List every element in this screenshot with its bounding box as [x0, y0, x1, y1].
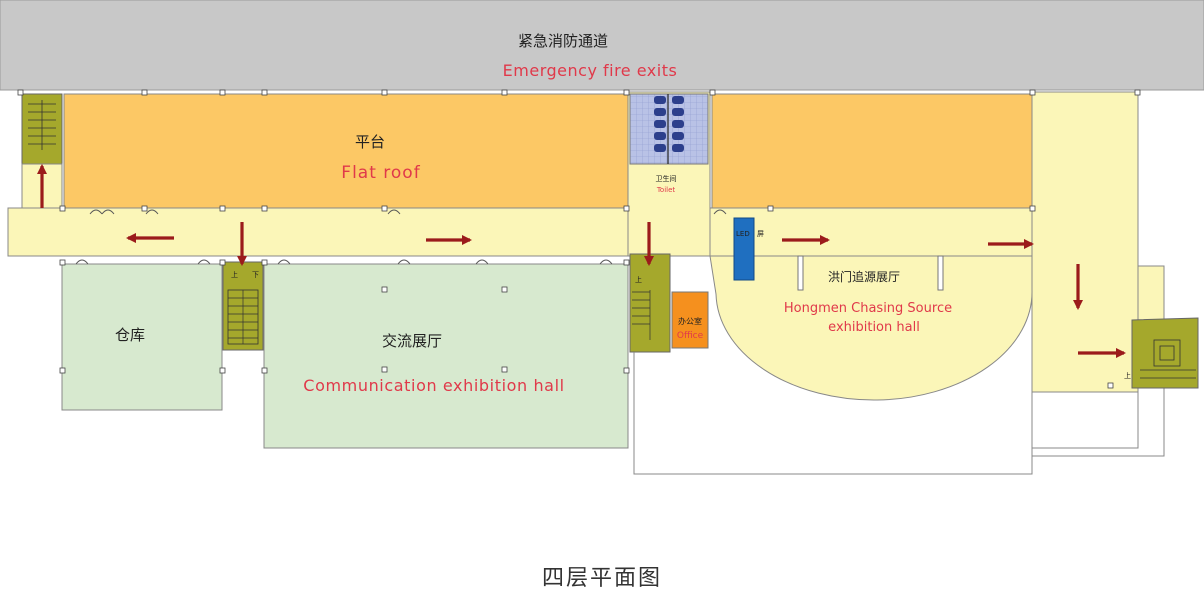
stair-right	[1131, 317, 1199, 389]
led-screen-label: LED	[736, 230, 750, 238]
evacuation-arrows	[36, 163, 1127, 359]
hongmen-hall-zh-label: 洪门追源展厅	[828, 269, 900, 284]
hall-partitions	[797, 255, 944, 291]
led-screen-zh-label: 屏	[757, 230, 764, 238]
toilet-zh-label: 卫生间	[656, 174, 677, 183]
column-icon	[17, 89, 1141, 389]
stair-center-up-mark: 上	[635, 275, 642, 284]
warehouse-zh-label: 仓库	[115, 326, 145, 344]
door-icon	[75, 209, 727, 265]
emergency-exit-en-label: Emergency fire exits	[503, 61, 678, 80]
stair-right-up-mark: 上	[1124, 371, 1131, 380]
corridor-area	[7, 91, 1165, 401]
communication-hall-en-label: Communication exhibition hall	[303, 376, 564, 395]
communication-exhibition-hall	[263, 263, 629, 449]
office-en-label: Office	[677, 331, 704, 341]
flat-roof-en-label: Flat roof	[341, 163, 420, 183]
stair-middle	[222, 261, 264, 351]
office-zh-label: 办公室	[678, 316, 702, 326]
hongmen-hall-en-label-2: exhibition hall	[828, 320, 920, 335]
office-room	[671, 291, 709, 349]
flat-roof-left	[63, 93, 629, 209]
emergency-fire-exit-band	[0, 0, 1204, 91]
toilet-en-label: Toilet	[656, 186, 676, 194]
communication-hall-zh-label: 交流展厅	[382, 332, 442, 350]
emergency-exit-zh-label: 紧急消防通道	[518, 32, 608, 50]
led-screen	[733, 217, 755, 281]
warehouse-room	[61, 263, 223, 411]
stair-center	[629, 253, 671, 353]
stair-middle-down-mark: 下	[252, 271, 259, 279]
hongmen-hall-en-label-1: Hongmen Chasing Source	[784, 301, 952, 316]
floor-plan-title: 四层平面图	[541, 566, 662, 591]
stair-middle-up-mark: 上	[231, 270, 238, 279]
flat-roof-right	[711, 93, 1033, 209]
flat-roof-zh-label: 平台	[355, 133, 385, 151]
toilet-block	[629, 93, 709, 165]
